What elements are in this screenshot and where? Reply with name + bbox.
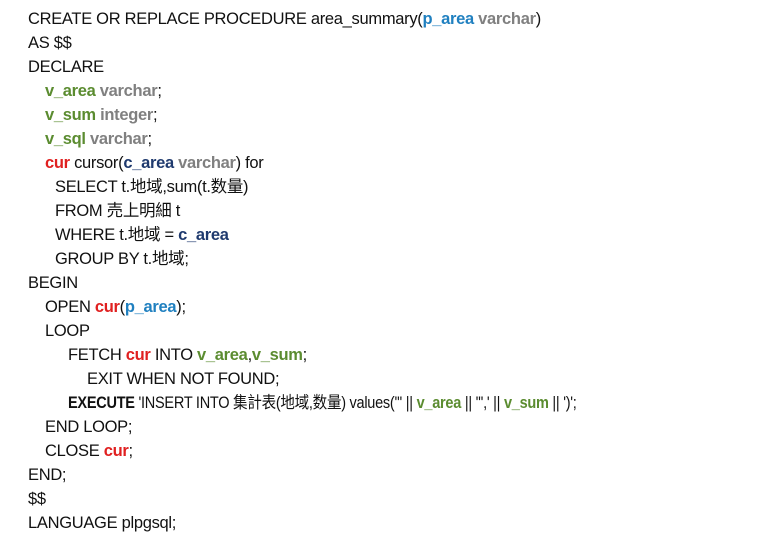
code-token-var: v_sum: [503, 394, 549, 412]
code-token-var: v_sum: [45, 106, 96, 124]
code-token-var: v_sql: [45, 130, 86, 148]
code-line: OPEN cur(p_area);: [45, 295, 186, 319]
code-token-keyword: ) for: [235, 154, 264, 172]
code-token-keyword: CREATE OR REPLACE PROCEDURE area_summary…: [28, 10, 423, 28]
code-token-keyword: );: [176, 298, 186, 316]
code-token-keyword: ;: [157, 82, 162, 100]
code-line: WHERE t.地域 = c_area: [55, 223, 229, 247]
code-token-keyword: ;: [128, 442, 134, 460]
code-token-keyword: END LOOP;: [45, 418, 133, 436]
code-token-var: v_area: [416, 394, 462, 412]
code-line: EXECUTE 'INSERT INTO 集計表(地域,数量) values('…: [68, 391, 577, 415]
code-token-cursor: cur: [125, 346, 151, 364]
code-line: END;: [28, 463, 67, 487]
code-token-keyword: || ')';: [548, 394, 577, 412]
code-line: LOOP: [45, 319, 90, 343]
code-token-keyword: INTO: [150, 346, 198, 364]
code-token-keyword: || ''',' ||: [461, 394, 504, 412]
code-line: DECLARE: [28, 55, 104, 79]
code-token-var: v_sum: [251, 346, 303, 364]
code-line: v_area varchar;: [45, 79, 162, 103]
code-token-keyword: FETCH: [68, 346, 126, 364]
code-token-cursor: cur: [94, 298, 120, 316]
code-token-cursorparam: c_area: [178, 226, 229, 244]
code-token-type: varchar: [85, 130, 148, 148]
code-line: CREATE OR REPLACE PROCEDURE area_summary…: [28, 7, 541, 31]
code-line: v_sql varchar;: [45, 127, 152, 151]
code-line: SELECT t.地域,sum(t.数量): [55, 175, 249, 199]
code-line: AS $$: [28, 31, 72, 55]
code-token-type: integer: [95, 106, 153, 124]
code-token-keyword: BEGIN: [28, 274, 78, 292]
code-token-keyword: ,: [247, 346, 253, 364]
code-token-keyword: cursor(: [69, 154, 124, 172]
code-line: CLOSE cur;: [45, 439, 133, 463]
code-line: BEGIN: [28, 271, 78, 295]
code-line: $$: [28, 487, 46, 511]
code-token-var: v_area: [197, 346, 248, 364]
code-token-keyword: OPEN: [45, 298, 95, 316]
code-token-keyword: 'INSERT INTO 集計表(地域,数量) values(''' ||: [134, 394, 417, 412]
code-line: END LOOP;: [45, 415, 132, 439]
code-line: FETCH cur INTO v_area,v_sum;: [68, 343, 307, 367]
code-line: EXIT WHEN NOT FOUND;: [87, 367, 280, 391]
code-line: v_sum integer;: [45, 103, 158, 127]
code-token-param: p_area: [124, 298, 177, 316]
code-token-var: v_area: [45, 82, 96, 100]
code-line: GROUP BY t.地域;: [55, 247, 189, 271]
code-token-type: varchar: [95, 82, 158, 100]
code-token-keyword: WHERE t.地域 =: [55, 226, 179, 244]
code-token-cursor: cur: [103, 442, 129, 460]
code-line: FROM 売上明細 t: [55, 199, 180, 223]
code-token-type: varchar: [473, 10, 536, 28]
code-token-keyword: SELECT t.地域,sum(t.数量): [55, 178, 249, 196]
code-token-keyword: ): [535, 10, 542, 28]
code-token-keyword: DECLARE: [28, 58, 104, 76]
code-token-keyword: EXECUTE: [68, 394, 135, 412]
code-token-keyword: LANGUAGE plpgsql;: [28, 514, 177, 532]
code-token-keyword: ;: [302, 346, 308, 364]
code-token-cursorparam: c_area: [123, 154, 174, 172]
code-token-type: varchar: [173, 154, 236, 172]
code-token-cursor: cur: [45, 154, 70, 172]
code-token-keyword: CLOSE: [45, 442, 104, 460]
code-token-keyword: $$: [28, 490, 46, 508]
code-token-keyword: FROM 売上明細 t: [55, 202, 181, 220]
code-token-param: p_area: [422, 10, 474, 28]
code-token-keyword: LOOP: [45, 322, 90, 340]
code-line: LANGUAGE plpgsql;: [28, 511, 176, 535]
code-line: cur cursor(c_area varchar) for: [45, 151, 264, 175]
code-token-keyword: ;: [152, 106, 158, 124]
code-token-keyword: EXIT WHEN NOT FOUND;: [87, 370, 280, 388]
code-token-keyword: (: [119, 298, 126, 316]
code-token-keyword: ;: [147, 130, 153, 148]
code-token-keyword: AS $$: [28, 34, 72, 52]
code-token-keyword: GROUP BY t.地域;: [55, 250, 189, 268]
code-token-keyword: END;: [28, 466, 67, 484]
